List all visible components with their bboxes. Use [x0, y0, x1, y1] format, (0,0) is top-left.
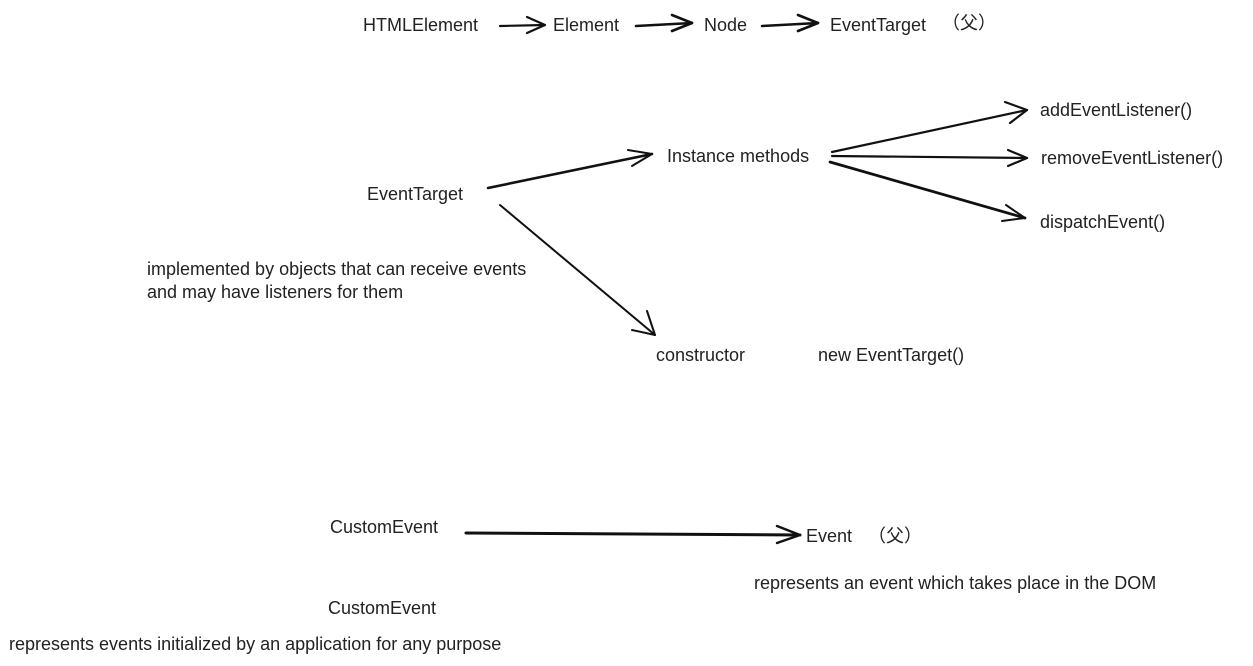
- parent-mark-chain: （父）: [942, 13, 996, 33]
- event-description: represents an event which takes place in…: [754, 573, 1157, 593]
- arrow-htmlelement-to-element: [498, 15, 547, 35]
- customevent-description: represents events initialized by an appl…: [9, 634, 502, 654]
- eventtarget-root-label: EventTarget: [367, 184, 464, 204]
- arrow-customevent-to-event: [464, 524, 802, 545]
- instance-methods-label: Instance methods: [667, 146, 810, 166]
- eventtarget-description-line2: and may have listeners for them: [147, 282, 404, 302]
- method-addeventlistener: addEventListener(): [1040, 100, 1193, 120]
- node-label: Node: [704, 15, 748, 35]
- arrow-node-to-eventtarget: [760, 13, 820, 33]
- arrow-eventtarget-to-constructor: [499, 204, 656, 336]
- eventtarget-description-line1: implemented by objects that can receive …: [147, 259, 527, 279]
- htmlelement-label: HTMLElement: [363, 15, 479, 35]
- parent-mark-event: （父）: [868, 526, 922, 546]
- event-label: Event: [806, 526, 853, 546]
- arrow-element-to-node: [634, 13, 694, 33]
- customevent-label: CustomEvent: [330, 517, 439, 537]
- constructor-label: constructor: [656, 345, 746, 365]
- constructor-call-label: new EventTarget(): [818, 345, 965, 365]
- arrow-eventtarget-to-instance-methods: [486, 149, 654, 190]
- customevent-label-repeat: CustomEvent: [328, 598, 437, 618]
- eventtarget-chain-label: EventTarget: [830, 15, 927, 35]
- method-removeeventlistener: removeEventListener(): [1041, 148, 1224, 168]
- arrow-to-dispatchevent: [828, 160, 1027, 222]
- method-dispatchevent: dispatchEvent(): [1040, 212, 1166, 232]
- arrow-to-addeventlistener: [830, 100, 1029, 154]
- arrow-to-removeeventlistener: [830, 148, 1029, 168]
- element-label: Element: [553, 15, 620, 35]
